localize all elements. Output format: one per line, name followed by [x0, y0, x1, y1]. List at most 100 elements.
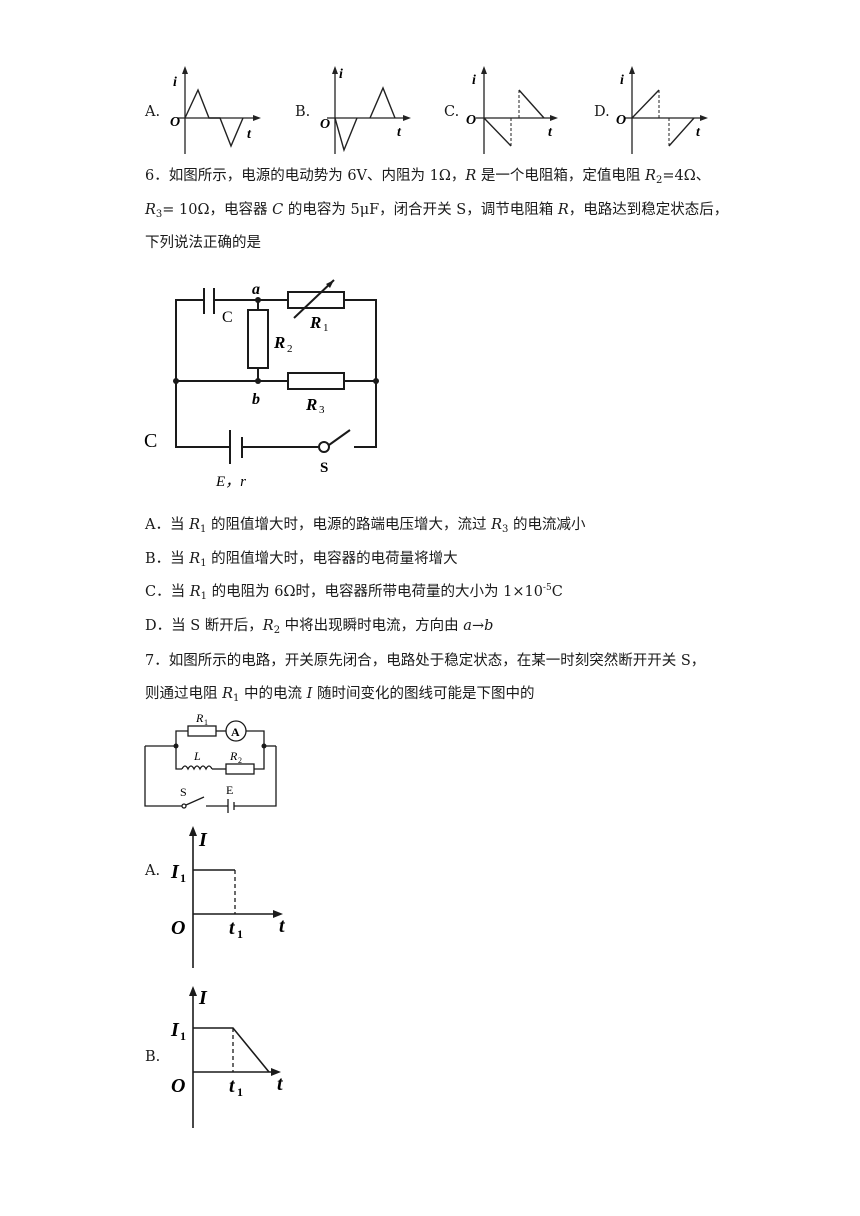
q7-stem-line1: 7．如图所示的电路，开关原先闭合，电路处于稳定状态，在某一时刻突然断开开关 S， [145, 653, 706, 669]
q7-a-origin: O [171, 917, 185, 939]
q6-option-b: B．当 R1 的阻值增大时，电容器的电荷量将增大 [145, 547, 458, 569]
q7-var-r: R [222, 686, 234, 702]
q7-graph-a: I I 1 O t 1 t [170, 826, 286, 968]
q6-var-r: R [189, 551, 201, 567]
q6-capacitor-label: C [222, 309, 233, 326]
q6-var-c: C [272, 202, 284, 218]
q6-sub: 1 [200, 524, 207, 535]
q6-var-a: a [463, 618, 472, 634]
q7-b-axis-x: t [277, 1073, 284, 1095]
q5-c-axis-y: i [472, 73, 476, 88]
q5-b-origin: O [320, 117, 330, 132]
q6-circuit-diagram: a b C R 1 R 2 R 3 C E，r S [144, 279, 379, 490]
q6-option-a: A．当 R1 的阻值增大时，电源的路端电压增大，流过 R3 的电流减小 [145, 513, 586, 535]
q5-a-origin: O [170, 115, 180, 130]
q6-var-r: R [189, 584, 201, 600]
q7-var-i: I [306, 686, 313, 702]
q6-text: 的电容为 5μF，闭合开关 S，调节电阻箱 [283, 202, 558, 218]
q7-b-time-sub: 1 [237, 1085, 243, 1099]
q7-graph-b: I I 1 O t 1 t [170, 986, 284, 1128]
q5-option-b-label: B. [295, 104, 311, 120]
q6-text: 中将出现瞬时电流，方向由 [280, 618, 464, 634]
q7-sub: 1 [233, 693, 240, 704]
q6-node-a: a [252, 281, 260, 298]
q6-r1-sub: 1 [323, 322, 329, 334]
q5-option-a-label: A. [145, 104, 161, 120]
q6-r2-label: R [273, 333, 285, 352]
q6-text: 的阻值增大时，电源的路端电压增大，流过 [206, 517, 492, 533]
q5-d-origin: O [616, 113, 626, 128]
q6-sub: 3 [502, 524, 509, 535]
q6-node-b: b [252, 391, 260, 408]
q7-a-time-sub: 1 [237, 927, 243, 941]
q6-sub: 1 [200, 558, 207, 569]
q7-source-label: E [226, 783, 233, 797]
q6-var-r3: R [145, 202, 156, 218]
q6-text: 是一个电阻箱，定值电阻 [476, 168, 646, 184]
q6-r1-label: R [309, 313, 321, 332]
q7-stem-line2: 则通过电阻 R1 中的电流 I 随时间变化的图线可能是下图中的 [145, 682, 534, 704]
q7-a-axis-x: t [279, 915, 286, 937]
q7-ammeter-label: A [231, 725, 240, 739]
q6-switch-label: S [320, 460, 328, 476]
q6-var-r: R [465, 168, 477, 184]
q6-text: D．当 S 断开后， [145, 618, 263, 634]
q5-c-origin: O [466, 113, 476, 128]
q6-source-label: E，r [215, 474, 246, 490]
q7-r2-sub: 2 [238, 756, 242, 765]
q5-option-c-label: C. [444, 104, 460, 120]
q7-option-a-label: A. [145, 863, 161, 879]
q5-graph-d: i O t [616, 66, 708, 154]
q6-text: 的电流减小 [508, 517, 586, 533]
q6-sub: 1 [200, 591, 208, 602]
q5-b-axis-y: i [339, 67, 343, 82]
q6-var-r: R [491, 517, 503, 533]
q6-text: =4Ω、 [662, 168, 711, 184]
q5-a-axis-y: i [173, 75, 177, 90]
q6-text: 的电阻为 6Ω时，电容器所带电荷量的大小为 1×10 [207, 584, 543, 600]
q5-b-axis-x: t [397, 125, 402, 140]
q6-text: 6．如图所示，电源的电动势为 6V、内阻为 1Ω， [145, 168, 466, 184]
q6-text: = 10Ω，电容器 [162, 202, 273, 218]
q7-r1-sub: 1 [204, 718, 208, 727]
q6-var-b: b [484, 618, 494, 634]
q7-b-time: t [229, 1075, 236, 1097]
q6-text: A．当 [145, 517, 190, 533]
q6-var-r: R [557, 202, 569, 218]
q6-text: C [551, 584, 563, 600]
q7-option-b-label: B. [145, 1049, 161, 1065]
q7-a-level-sub: 1 [180, 871, 186, 885]
q6-stray-label: C [144, 430, 157, 452]
q7-text: 随时间变化的图线可能是下图中的 [312, 686, 535, 702]
q6-r3-label: R [305, 395, 317, 414]
q6-var-r2: R [645, 168, 656, 184]
q6-text: ，电路达到稳定状态后， [568, 202, 729, 218]
q5-d-axis-x: t [696, 125, 701, 140]
q6-option-d: D．当 S 断开后，R2 中将出现瞬时电流，方向由 a→b [145, 614, 493, 636]
q7-r2-label: R [229, 749, 238, 763]
q5-option-d-label: D. [594, 104, 610, 120]
q5-graph-b: i O t [320, 66, 411, 154]
q7-a-time: t [229, 917, 236, 939]
q7-inductor-label: L [193, 749, 201, 763]
arrow-icon: → [471, 618, 485, 634]
q7-a-axis-y: I [198, 829, 208, 851]
q6-var-r: R [262, 618, 274, 634]
q6-option-c: C．当 R1 的电阻为 6Ω时，电容器所带电荷量的大小为 1×10-5C [145, 580, 563, 602]
q6-text: B．当 [145, 551, 190, 567]
q6-text: C．当 [145, 584, 190, 600]
q7-text: 则通过电阻 [145, 686, 223, 702]
q6-r2-sub: 2 [287, 343, 293, 355]
q6-sub: 2 [655, 175, 663, 186]
q5-a-axis-x: t [247, 127, 252, 142]
q7-b-origin: O [171, 1075, 185, 1097]
q6-stem-line2: R3= 10Ω，电容器 C 的电容为 5μF，闭合开关 S，调节电阻箱 R，电路… [145, 198, 728, 220]
q5-graph-c: i O t [466, 66, 558, 154]
q5-c-axis-x: t [548, 125, 553, 140]
q6-text: 的阻值增大时，电容器的电荷量将增大 [206, 551, 458, 567]
q6-r3-sub: 3 [319, 404, 325, 416]
q6-stem-line3: 下列说法正确的是 [145, 235, 261, 251]
q7-r1-label: R [195, 711, 204, 725]
q7-switch-label: S [180, 785, 187, 799]
q7-a-level: I [170, 861, 180, 883]
